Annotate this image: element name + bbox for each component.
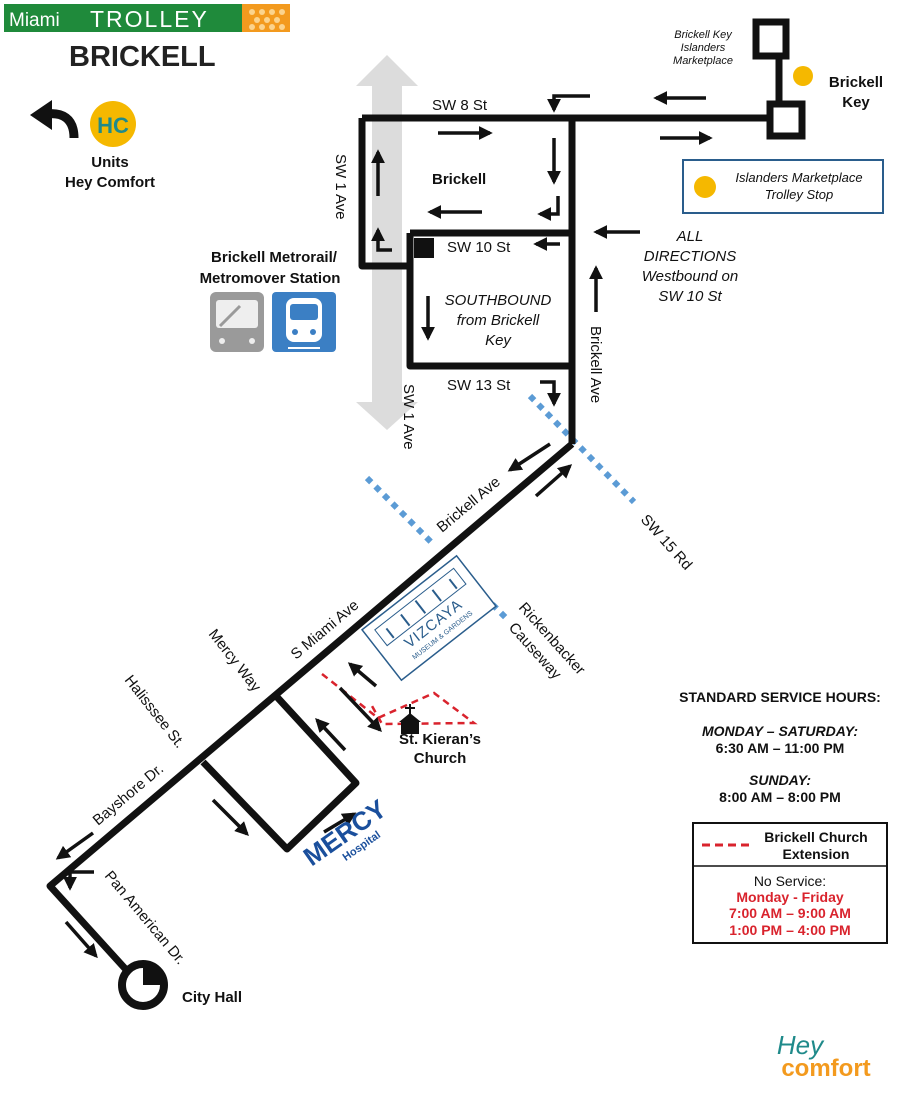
key-marketplace-label-1: Brickell Key xyxy=(674,29,733,41)
extension-box: Brickell Church Extension No Service: Mo… xyxy=(692,822,888,944)
sw-10-st-label: SW 10 St xyxy=(447,239,511,256)
hours-weekday-time: 6:30 AM – 11:00 PM xyxy=(716,740,845,756)
metromover-train-icon xyxy=(272,292,336,352)
church-label-2: Church xyxy=(414,750,467,767)
hey-comfort-logo-hey: Hey xyxy=(777,1030,825,1060)
brickell-ave-vertical-label: Brickell Ave xyxy=(587,326,604,403)
extension-time-2: 1:00 PM – 4:00 PM xyxy=(729,922,850,938)
stop-legend-line-1: Islanders Marketplace xyxy=(735,170,862,185)
route-line xyxy=(46,53,783,988)
stop-legend-line-2: Trolley Stop xyxy=(765,187,833,202)
stop-legend: Islanders Marketplace Trolley Stop xyxy=(682,159,884,214)
sw-13-st-label: SW 13 St xyxy=(447,377,511,394)
city-hall-stop xyxy=(118,960,168,1010)
all-directions-line-2: DIRECTIONS xyxy=(644,248,737,265)
church-extension-route xyxy=(321,673,478,726)
brickell-key-label-1: Brickell xyxy=(829,74,883,91)
brickell-key-stop-dot xyxy=(793,66,813,86)
route-title: BRICKELL xyxy=(69,41,216,73)
brickell-area-label: Brickell xyxy=(432,171,486,188)
hey-comfort-badge-text: HC xyxy=(97,113,129,138)
extension-title-1: Brickell Church xyxy=(764,829,867,845)
connection-units-label: Units xyxy=(91,154,129,171)
southbound-line-3: Key xyxy=(485,332,512,349)
hey-comfort-logo-comfort: comfort xyxy=(781,1055,870,1082)
all-directions-line-4: SW 10 St xyxy=(658,288,722,305)
hey-comfort-logo: Hey comfort xyxy=(777,1030,871,1082)
hey-comfort-badge-icon xyxy=(90,101,136,147)
sw-1-ave-top-label: SW 1 Ave xyxy=(332,154,349,220)
sw-8-st-label: SW 8 St xyxy=(432,97,488,114)
halissee-st-label: Halisssee St. xyxy=(121,672,188,751)
sw-1-ave-bottom-label: SW 1 Ave xyxy=(400,384,417,450)
hours-weekday-label: MONDAY – SATURDAY: xyxy=(702,723,858,739)
logo-word-miami: Miami xyxy=(9,10,60,31)
key-marketplace-label-3: Marketplace xyxy=(673,55,733,67)
logo-word-trolley: TROLLEY xyxy=(90,6,209,32)
extension-title-2: Extension xyxy=(783,846,850,862)
connection-hey-comfort-label: Hey Comfort xyxy=(65,174,155,191)
church-label-1: St. Kieran’s xyxy=(399,731,481,748)
miami-trolley-logo: Miami TROLLEY xyxy=(4,4,290,32)
extension-time-1: 7:00 AM – 9:00 AM xyxy=(729,905,851,921)
city-hall-label: City Hall xyxy=(182,989,242,1006)
direction-arrows xyxy=(55,91,713,959)
key-marketplace-label-2: Islanders xyxy=(681,42,726,54)
stop-legend-dot xyxy=(694,176,716,198)
connection-arrowhead xyxy=(30,100,52,130)
service-hours: STANDARD SERVICE HOURS: MONDAY – SATURDA… xyxy=(679,689,881,805)
hours-title: STANDARD SERVICE HOURS: xyxy=(679,689,881,705)
brickell-ave-diagonal-label: Brickell Ave xyxy=(434,473,504,536)
mercy-way-label: Mercy Way xyxy=(205,626,265,696)
hours-sunday-label: SUNDAY: xyxy=(749,772,811,788)
connection-info: HC Units Hey Comfort xyxy=(30,100,155,191)
sw-15-rd-label: SW 15 Rd xyxy=(637,511,695,573)
mercy-hospital-logo: MERCY Hospital xyxy=(298,793,392,871)
church-icon xyxy=(399,704,421,734)
vizcaya-logo: VIZCAYA MUSEUM & GARDENS xyxy=(360,554,498,682)
extension-days: Monday - Friday xyxy=(736,889,844,905)
southbound-line-1: SOUTHBOUND xyxy=(445,292,552,309)
brickell-key-end-box xyxy=(752,18,790,60)
metrorail-station-label-1: Brickell Metrorail/ xyxy=(211,249,338,266)
all-directions-line-1: ALL xyxy=(676,228,704,245)
brickell-key-stop-box xyxy=(766,100,806,140)
bus-icon xyxy=(210,292,264,352)
all-directions-line-3: Westbound on xyxy=(642,268,738,285)
metrorail-stop-box xyxy=(414,238,434,258)
southbound-line-2: from Brickell xyxy=(457,312,540,329)
hours-sunday-time: 8:00 AM – 8:00 PM xyxy=(719,789,841,805)
extension-no-service: No Service: xyxy=(754,873,826,889)
metrorail-station-label-2: Metromover Station xyxy=(200,270,341,287)
brickell-key-label-2: Key xyxy=(842,94,870,111)
